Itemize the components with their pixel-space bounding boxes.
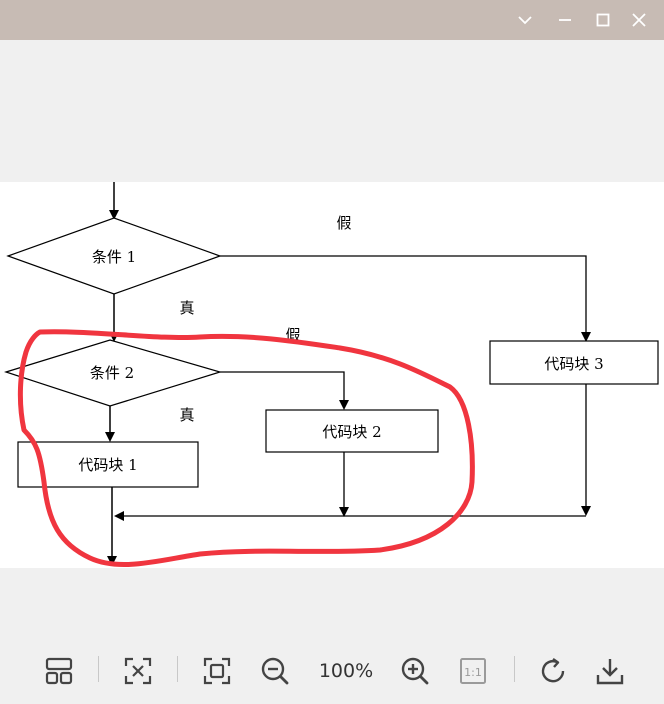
actual-size-icon: 1:1 [460, 658, 486, 684]
zoom-in-icon [401, 657, 429, 685]
zoom-in-button[interactable] [398, 654, 432, 688]
maximize-button[interactable] [588, 6, 618, 34]
toolbar-divider [98, 656, 99, 682]
rotate-icon [541, 658, 565, 683]
viewer-toolbar: 100% 1:1 [0, 640, 664, 704]
toolbar-divider [177, 656, 178, 682]
true-label-2: 真 [179, 406, 194, 424]
layout-icon [45, 657, 73, 685]
image-viewer: 条件 1 假 真 条件 2 假 真 代码块 1 代码块 2 代码 [0, 40, 664, 640]
fullscreen-icon [203, 657, 231, 685]
condition-2-label: 条件 2 [90, 364, 134, 382]
collapse-button[interactable] [510, 6, 540, 34]
rotate-button[interactable] [536, 654, 570, 688]
chevron-down-icon [518, 16, 532, 25]
code-block-2-label: 代码块 2 [322, 423, 381, 441]
minimize-button[interactable] [550, 6, 580, 34]
actual-size-label: 1:1 [464, 666, 482, 679]
download-button[interactable] [593, 654, 627, 688]
red-annotation-outline [17, 329, 475, 567]
true-label-1: 真 [179, 299, 194, 317]
code-block-1 [17, 441, 199, 488]
false-label-1: 假 [336, 214, 351, 232]
layout-button[interactable] [42, 654, 76, 688]
actual-size-button[interactable]: 1:1 [456, 654, 490, 688]
code-block-1-label: 代码块 1 [78, 456, 137, 474]
download-icon [596, 659, 624, 685]
minimize-icon [559, 19, 571, 21]
zoom-level: 100% [318, 660, 374, 682]
code-block-3-label: 代码块 3 [544, 355, 603, 373]
code-block-3 [489, 340, 659, 385]
close-icon [632, 13, 646, 27]
flowchart-image[interactable]: 条件 1 假 真 条件 2 假 真 代码块 1 代码块 2 代码 [0, 182, 664, 568]
toolbar-divider [514, 656, 515, 682]
fit-icon [124, 657, 152, 685]
false-edge-2 [220, 371, 349, 410]
zoom-out-button[interactable] [258, 654, 292, 688]
code-block-2 [265, 409, 439, 453]
maximize-icon [596, 13, 610, 27]
fullscreen-button[interactable] [200, 654, 234, 688]
condition-1-label: 条件 1 [92, 248, 136, 266]
zoom-out-icon [261, 657, 289, 685]
close-button[interactable] [624, 6, 654, 34]
false-edge-1 [220, 255, 591, 342]
fit-button[interactable] [121, 654, 155, 688]
title-bar [0, 0, 664, 40]
flowchart-diagram: 条件 1 假 真 条件 2 假 真 代码块 1 代码块 2 代码 [4, 182, 659, 567]
